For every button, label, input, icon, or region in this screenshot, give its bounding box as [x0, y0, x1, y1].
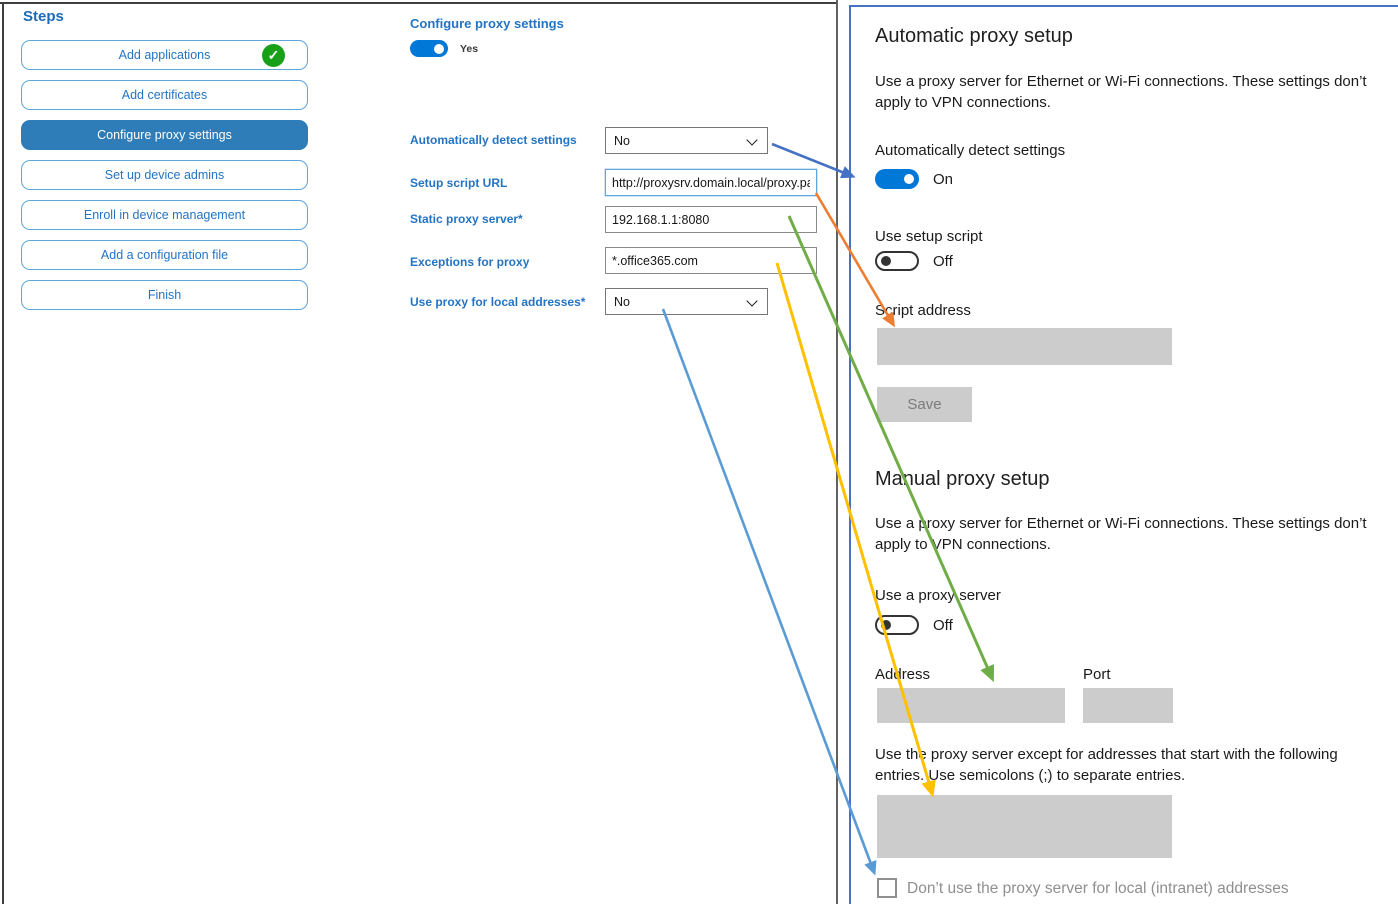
chevron-down-icon [746, 295, 758, 307]
window-divider [836, 0, 838, 904]
manual-proxy-setup-heading: Manual proxy setup [875, 468, 1050, 490]
step-add-a-configuration-file[interactable]: Add a configuration file [21, 240, 308, 270]
arrow-local-addresses [661, 308, 877, 876]
proxy-exceptions-textarea[interactable] [877, 795, 1172, 858]
use-setup-script-toggle[interactable] [875, 251, 919, 271]
save-button[interactable]: Save [877, 387, 972, 422]
use-setup-script-label: Use setup script [875, 228, 983, 245]
step-finish[interactable]: Finish [21, 280, 308, 310]
label-setup-script-url: Setup script URL [410, 176, 508, 190]
use-a-proxy-server-label: Use a proxy server [875, 587, 1001, 604]
manual-proxy-description: Use a proxy server for Ethernet or Wi-Fi… [875, 515, 1367, 553]
label-automatically-detect-settings: Automatically detect settings [410, 133, 577, 147]
toggle-knob [881, 256, 891, 266]
toggle-knob [881, 620, 891, 630]
local-addresses-checkbox[interactable] [877, 878, 897, 898]
steps-title: Steps [23, 8, 64, 25]
steps-sidebar: Steps Add applications ✓ Add certificate… [21, 8, 311, 320]
automatically-detect-settings-toggle[interactable] [875, 169, 919, 189]
local-addresses-checkbox-row: Don’t use the proxy server for local (in… [877, 878, 1289, 898]
windows-proxy-settings-panel: Automatic proxy setup Use a proxy server… [849, 5, 1398, 904]
step-enroll-in-device-management[interactable]: Enroll in device management [21, 200, 308, 230]
toggle-state-label: Off [933, 252, 953, 270]
window-top-border [0, 2, 838, 4]
proxy-exceptions-help: Use the proxy server except for addresse… [875, 746, 1338, 784]
use-proxy-for-local-addresses-select[interactable]: No [605, 288, 768, 315]
step-label: Add applications [118, 48, 211, 62]
select-value: No [614, 133, 630, 148]
configure-proxy-toggle[interactable] [410, 40, 448, 57]
automatic-proxy-setup-heading: Automatic proxy setup [875, 25, 1073, 47]
exceptions-for-proxy-input[interactable] [605, 247, 817, 274]
port-label: Port [1083, 666, 1111, 683]
script-address-input[interactable] [877, 328, 1172, 365]
step-label: Finish [147, 288, 182, 302]
step-label: Configure proxy settings [97, 128, 232, 142]
label-exceptions-for-proxy: Exceptions for proxy [410, 255, 530, 269]
automatically-detect-settings-toggle-row: On [875, 169, 953, 189]
toggle-knob [434, 43, 444, 54]
step-configure-proxy-settings[interactable]: Configure proxy settings [21, 120, 308, 150]
step-label: Enroll in device management [83, 208, 246, 222]
use-a-proxy-server-toggle[interactable] [875, 615, 919, 635]
automatic-proxy-description: Use a proxy server for Ethernet or Wi-Fi… [875, 73, 1367, 111]
toggle-state-label: Off [933, 616, 953, 634]
port-input[interactable] [1083, 688, 1173, 723]
window-left-border [2, 2, 4, 904]
toggle-knob [904, 174, 914, 184]
step-label: Set up device admins [104, 168, 225, 182]
select-value: No [614, 294, 630, 309]
chevron-down-icon [746, 134, 758, 146]
static-proxy-server-input[interactable] [605, 206, 817, 233]
step-set-up-device-admins[interactable]: Set up device admins [21, 160, 308, 190]
label-use-proxy-for-local-addresses: Use proxy for local addresses* [410, 295, 586, 309]
script-address-label: Script address [875, 302, 971, 319]
setup-script-url-input[interactable] [605, 169, 817, 196]
local-addresses-checkbox-label: Don’t use the proxy server for local (in… [907, 880, 1289, 897]
step-add-certificates[interactable]: Add certificates [21, 80, 308, 110]
address-label: Address [875, 666, 931, 683]
label-static-proxy-server: Static proxy server* [410, 212, 523, 226]
toggle-state-label: Yes [460, 42, 479, 55]
check-icon: ✓ [262, 44, 285, 67]
use-a-proxy-server-toggle-row: Off [875, 615, 953, 635]
address-input[interactable] [877, 688, 1065, 723]
form-title: Configure proxy settings [410, 16, 564, 31]
step-label: Add certificates [121, 88, 208, 102]
automatically-detect-settings-label: Automatically detect settings [875, 142, 1066, 159]
step-label: Add a configuration file [100, 248, 229, 262]
toggle-state-label: On [933, 170, 954, 188]
use-setup-script-toggle-row: Off [875, 251, 953, 271]
automatically-detect-settings-select[interactable]: No [605, 127, 768, 154]
configure-proxy-toggle-row: Yes [410, 40, 478, 57]
step-add-applications[interactable]: Add applications ✓ [21, 40, 308, 70]
